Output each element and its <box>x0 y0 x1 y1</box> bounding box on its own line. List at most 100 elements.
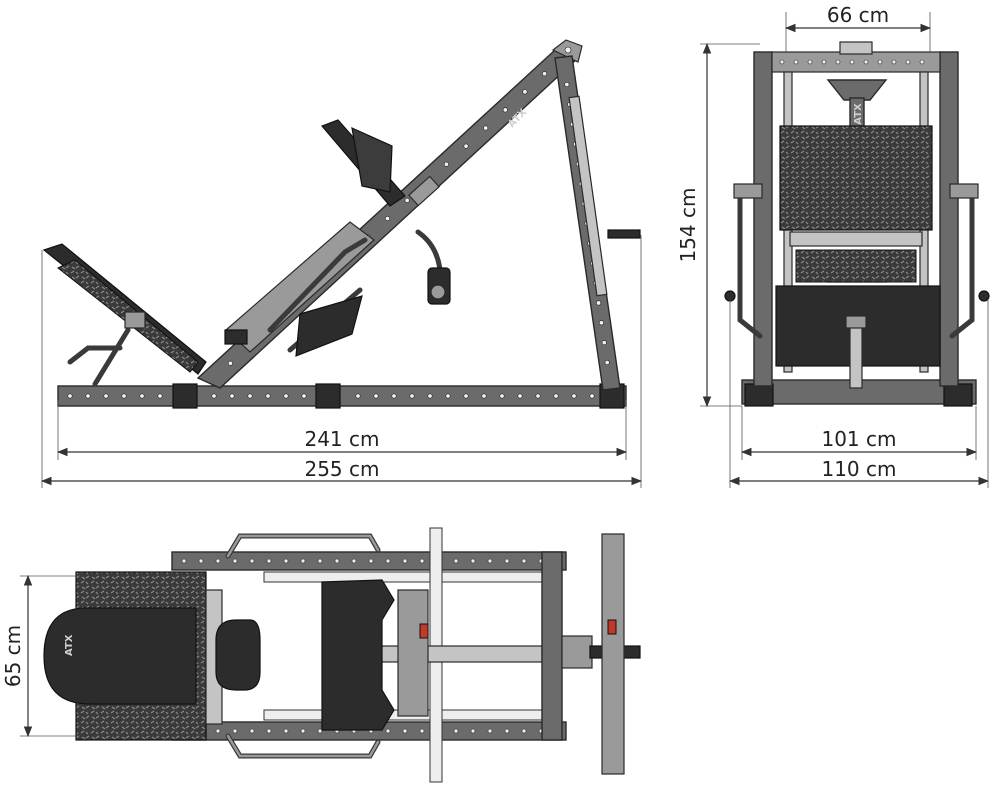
frame-hole <box>283 558 289 564</box>
front-backrest <box>795 249 917 283</box>
frame-hole <box>427 393 433 399</box>
platform-bracket <box>408 175 440 207</box>
frame-hole <box>598 320 604 326</box>
top-seat-pad <box>43 607 197 705</box>
top-rear-column <box>601 533 625 775</box>
frame-hole <box>463 393 469 399</box>
backrest-bracket <box>124 311 146 329</box>
frame-hole <box>542 71 548 77</box>
frame-hole <box>300 728 306 734</box>
frame-hole <box>453 728 459 734</box>
frame-hole <box>249 728 255 734</box>
front-bracket-right <box>949 183 979 199</box>
frame-hole <box>85 393 91 399</box>
front-foot-right <box>943 383 973 407</box>
frame-hole <box>499 393 505 399</box>
frame-hole <box>317 728 323 734</box>
frame-hole <box>463 143 469 149</box>
frame-hole <box>373 393 379 399</box>
frame-hole <box>502 107 508 113</box>
frame-hole <box>849 59 855 65</box>
frame-hole <box>247 393 253 399</box>
frame-hole <box>402 728 408 734</box>
crossbar-holes <box>779 59 925 65</box>
frame-hole <box>198 558 204 564</box>
frame-hole <box>227 360 233 366</box>
front-bracket-left <box>733 183 763 199</box>
dim-label-110: 110 cm <box>821 457 896 481</box>
frame-hole <box>419 728 425 734</box>
frame-hole <box>571 393 577 399</box>
upright-right <box>939 51 959 387</box>
frame-hole <box>821 59 827 65</box>
frame-hole <box>517 393 523 399</box>
frame-hole <box>596 300 602 306</box>
carriage-block <box>295 295 363 357</box>
frame-hole <box>232 558 238 564</box>
rail-top-pin <box>564 46 572 54</box>
top-horn-bracket <box>561 635 593 669</box>
top-view: ATX 65 cm <box>1 527 641 783</box>
frame-hole <box>121 393 127 399</box>
frame-hole <box>905 59 911 65</box>
frame-hole <box>453 558 459 564</box>
base-foot <box>315 383 341 409</box>
shoulder-knob <box>430 284 446 300</box>
top-carriage-plate <box>321 579 395 731</box>
base-rail <box>57 385 627 407</box>
frame-hole <box>385 558 391 564</box>
dim-label-101: 101 cm <box>821 427 896 451</box>
frame-hole <box>391 393 397 399</box>
upright-left <box>753 51 773 387</box>
frame-hole <box>266 728 272 734</box>
front-knob-left <box>724 290 736 302</box>
dim-label-66: 66 cm <box>827 3 889 27</box>
frame-hole <box>266 558 272 564</box>
dim-label-241: 241 cm <box>304 427 379 451</box>
frame-hole <box>368 558 374 564</box>
frame-hole <box>249 558 255 564</box>
backrest-strut <box>92 327 131 387</box>
top-handle <box>839 41 873 55</box>
frame-hole <box>229 393 235 399</box>
front-handle-right <box>949 183 975 339</box>
top-front-column <box>541 551 563 741</box>
base-foot <box>172 383 198 409</box>
frame-hole <box>300 558 306 564</box>
carriage <box>225 221 375 353</box>
front-knob-right <box>978 290 990 302</box>
front-center-cap <box>845 315 867 329</box>
frame-hole <box>589 393 595 399</box>
front-view: ATX 66 cm 154 cm 101 cm 110 cm <box>676 3 990 488</box>
frame-hole <box>564 81 570 87</box>
frame-hole <box>522 89 528 95</box>
frame-hole <box>919 59 925 65</box>
frame-hole <box>385 728 391 734</box>
frame-hole <box>211 393 217 399</box>
frame-hole <box>535 393 541 399</box>
weight-horn <box>607 229 641 239</box>
frame-hole <box>891 59 897 65</box>
dim-label-255: 255 cm <box>304 457 379 481</box>
frame-hole <box>351 558 357 564</box>
platform-plate <box>351 126 393 193</box>
weight-horn-guard <box>568 95 608 297</box>
dim-label-65: 65 cm <box>1 625 25 687</box>
front-crossbar-mid <box>789 231 923 247</box>
frame-hole <box>265 393 271 399</box>
base-rail-holes <box>67 393 595 399</box>
frame-hole <box>283 728 289 734</box>
dim-label-154: 154 cm <box>676 187 700 262</box>
frame-hole <box>487 558 493 564</box>
frame-hole <box>404 197 410 203</box>
frame-hole <box>877 59 883 65</box>
frame-hole <box>487 728 493 734</box>
frame-hole <box>334 558 340 564</box>
frame-hole <box>181 558 187 564</box>
frame-hole <box>409 393 415 399</box>
atx-logo-top: ATX <box>64 634 75 656</box>
lock-pin-marker-rear <box>607 619 617 635</box>
frame-hole <box>835 59 841 65</box>
